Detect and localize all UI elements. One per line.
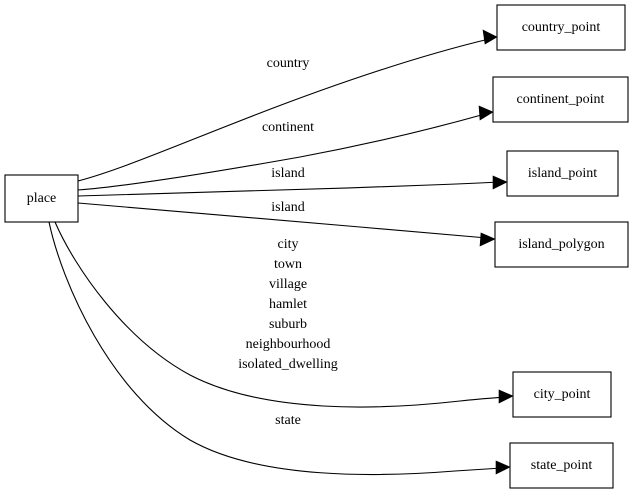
- edge-path-continent: [77, 113, 486, 191]
- edge-label-city: city town village hamlet suburb neighbou…: [238, 237, 338, 372]
- node-place-label: place: [27, 191, 57, 206]
- edge-path-island-point: [77, 181, 500, 197]
- node-continent-point-label: continent_point: [517, 92, 605, 107]
- edge-path-city: [54, 221, 506, 408]
- arrowhead-city: [498, 389, 514, 404]
- node-continent-point[interactable]: continent_point: [492, 76, 629, 123]
- edge-label-state: state: [275, 413, 301, 428]
- node-state-point-label: state_point: [531, 458, 593, 473]
- edge-path-country: [77, 38, 490, 182]
- edge-label-island-polygon: island: [271, 200, 304, 215]
- node-city-point-label: city_point: [534, 387, 591, 402]
- edge-path-island-polygon: [77, 202, 488, 239]
- edge-state[interactable]: [48, 221, 511, 476]
- edge-continent[interactable]: [77, 105, 494, 191]
- node-island-polygon-box: [494, 221, 629, 268]
- node-island-polygon-label: island_polygon: [518, 237, 604, 252]
- edge-label-continent: continent: [262, 120, 314, 135]
- node-city-point[interactable]: city_point: [512, 371, 612, 418]
- edge-path-state: [48, 221, 503, 476]
- edge-label-island-point: island: [271, 166, 304, 181]
- node-state-point-box: [509, 442, 614, 489]
- node-country-point-box: [496, 4, 626, 51]
- node-city-point-box: [512, 371, 612, 418]
- node-country-point[interactable]: country_point: [496, 4, 626, 51]
- edge-label-city-line-4: hamlet: [269, 297, 307, 312]
- node-state-point[interactable]: state_point: [509, 442, 614, 489]
- node-island-point[interactable]: island_point: [506, 150, 619, 197]
- edge-label-city-line-2: town: [274, 257, 302, 272]
- edge-label-city-line-5: suburb: [269, 317, 307, 332]
- node-continent-point-box: [492, 76, 629, 123]
- nodes-layer: place country_point continent_point isla…: [4, 4, 629, 489]
- edge-label-country: country: [267, 56, 310, 71]
- arrowhead-island-polygon: [479, 232, 496, 247]
- edge-labels-layer: country continent island island city tow…: [238, 56, 338, 428]
- edge-label-city-line-6: neighbourhood: [246, 337, 331, 352]
- node-island-point-label: island_point: [528, 166, 597, 181]
- edge-island-point[interactable]: [77, 175, 508, 197]
- arrowhead-country: [482, 29, 498, 45]
- arrowhead-continent: [478, 105, 494, 121]
- edge-island-polygon[interactable]: [77, 202, 496, 247]
- arrowhead-island-point: [492, 175, 508, 190]
- arrowhead-state: [495, 460, 511, 475]
- node-country-point-label: country_point: [522, 20, 601, 35]
- edge-label-city-line-1: city: [278, 237, 299, 252]
- node-island-point-box: [506, 150, 619, 197]
- edge-label-city-line-3: village: [269, 277, 307, 292]
- edge-city[interactable]: [54, 221, 514, 408]
- edge-country[interactable]: [77, 29, 498, 182]
- node-place[interactable]: place: [4, 174, 79, 223]
- node-place-box: [4, 174, 79, 223]
- edges-layer: [48, 29, 514, 476]
- edge-label-city-line-7: isolated_dwelling: [238, 357, 338, 372]
- node-island-polygon[interactable]: island_polygon: [494, 221, 629, 268]
